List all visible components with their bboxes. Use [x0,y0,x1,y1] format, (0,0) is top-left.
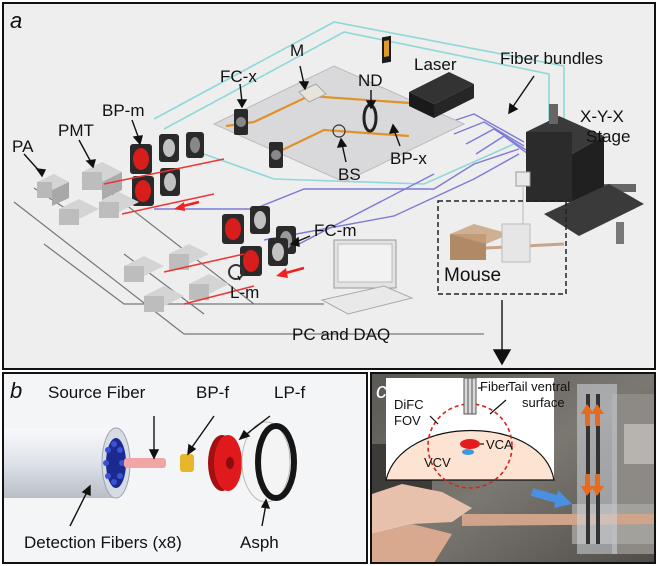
label-lp-f: LP-f [274,383,306,402]
label-vca: VCA [486,437,513,452]
label-fc-m: FC-m [314,221,357,240]
panel-c-label: c [376,378,387,403]
panel-a-instrument-schematic: a FC-x M ND Laser Fiber bundles X-Y-X St… [2,2,656,370]
label-fiber: Fiber [480,379,510,394]
panel-a-label: a [10,8,23,33]
label-bp-m: BP-m [102,101,145,120]
panel-b-label: b [10,378,23,403]
label-fc-x: FC-x [220,67,257,86]
label-xyx-stage-line1: X-Y-X [580,107,624,126]
label-vcv: VCV [424,455,451,470]
panel-c-photo: c Fiber Tail ventral surface DiFC FOV VC… [370,372,656,564]
label-l-m: L-m [230,283,260,302]
label-pa: PA [12,137,34,156]
photo-drawing [372,374,654,562]
label-bs: BS [338,165,361,184]
label-difc-line1: DiFC [394,397,424,412]
label-tail-line2: surface [522,395,565,410]
probe-drawing [4,415,297,527]
label-difc-line2: FOV [394,413,421,428]
label-m: M [290,41,305,60]
instrument-drawing [13,21,644,366]
label-tail-line1: Tail ventral [508,379,571,394]
label-pc-daq: PC and DAQ [292,325,391,344]
label-detection-fibers: Detection Fibers (x8) [24,533,182,552]
label-pmt: PMT [58,121,94,140]
label-bp-x: BP-x [390,149,427,168]
label-source-fiber: Source Fiber [48,383,146,402]
panel-b-probe-diagram: b Source Fiber BP-f LP-f Detection Fiber… [2,372,368,564]
label-laser: Laser [414,55,457,74]
label-fiber-bundles: Fiber bundles [500,49,604,68]
label-nd: ND [358,71,383,90]
label-bp-f: BP-f [196,383,230,402]
label-xyx-stage-line2: Stage [586,127,631,146]
label-asph: Asph [240,533,279,552]
label-mouse: Mouse [444,265,502,286]
